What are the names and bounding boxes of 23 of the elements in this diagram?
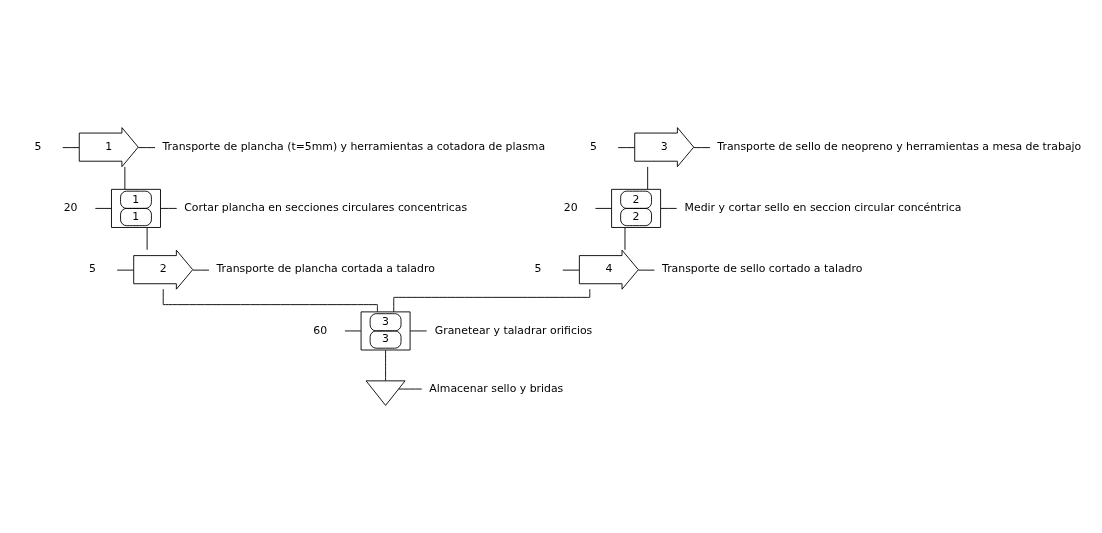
- connector: [162, 288, 378, 313]
- connector: [146, 227, 148, 251]
- node-label: Almacenar sello y bridas: [429, 381, 564, 395]
- node-label: Cortar plancha en secciones circulares concentricas: [184, 201, 468, 215]
- node-label: 20: [563, 201, 578, 215]
- connector: [124, 166, 126, 190]
- connector: [624, 227, 626, 251]
- node-label: Transporte de sello cortado a taladro: [662, 262, 863, 276]
- connector: [385, 349, 387, 382]
- node-label: Transporte de sello de neopreno y herramientas a mesa de trabajo: [717, 139, 1082, 153]
- node-label: 5: [534, 262, 542, 276]
- node-label: Transporte de plancha (t=5mm) y herramientas a cotadora de plasma: [162, 139, 546, 153]
- node-label: Medir y cortar sello en seccion circular concéntrica: [684, 201, 962, 215]
- node-triangle: [365, 380, 406, 406]
- node-label: 5: [589, 139, 597, 153]
- connector: [647, 166, 649, 190]
- connector: [393, 288, 591, 313]
- node-label: 5: [88, 262, 96, 276]
- node-label: Granetear y taladrar orificios: [434, 323, 593, 337]
- node-label: 5: [34, 139, 42, 153]
- node-label: Transporte de plancha cortada a taladro: [216, 262, 435, 276]
- node-label: 20: [63, 201, 78, 215]
- node-label: 60: [313, 323, 328, 337]
